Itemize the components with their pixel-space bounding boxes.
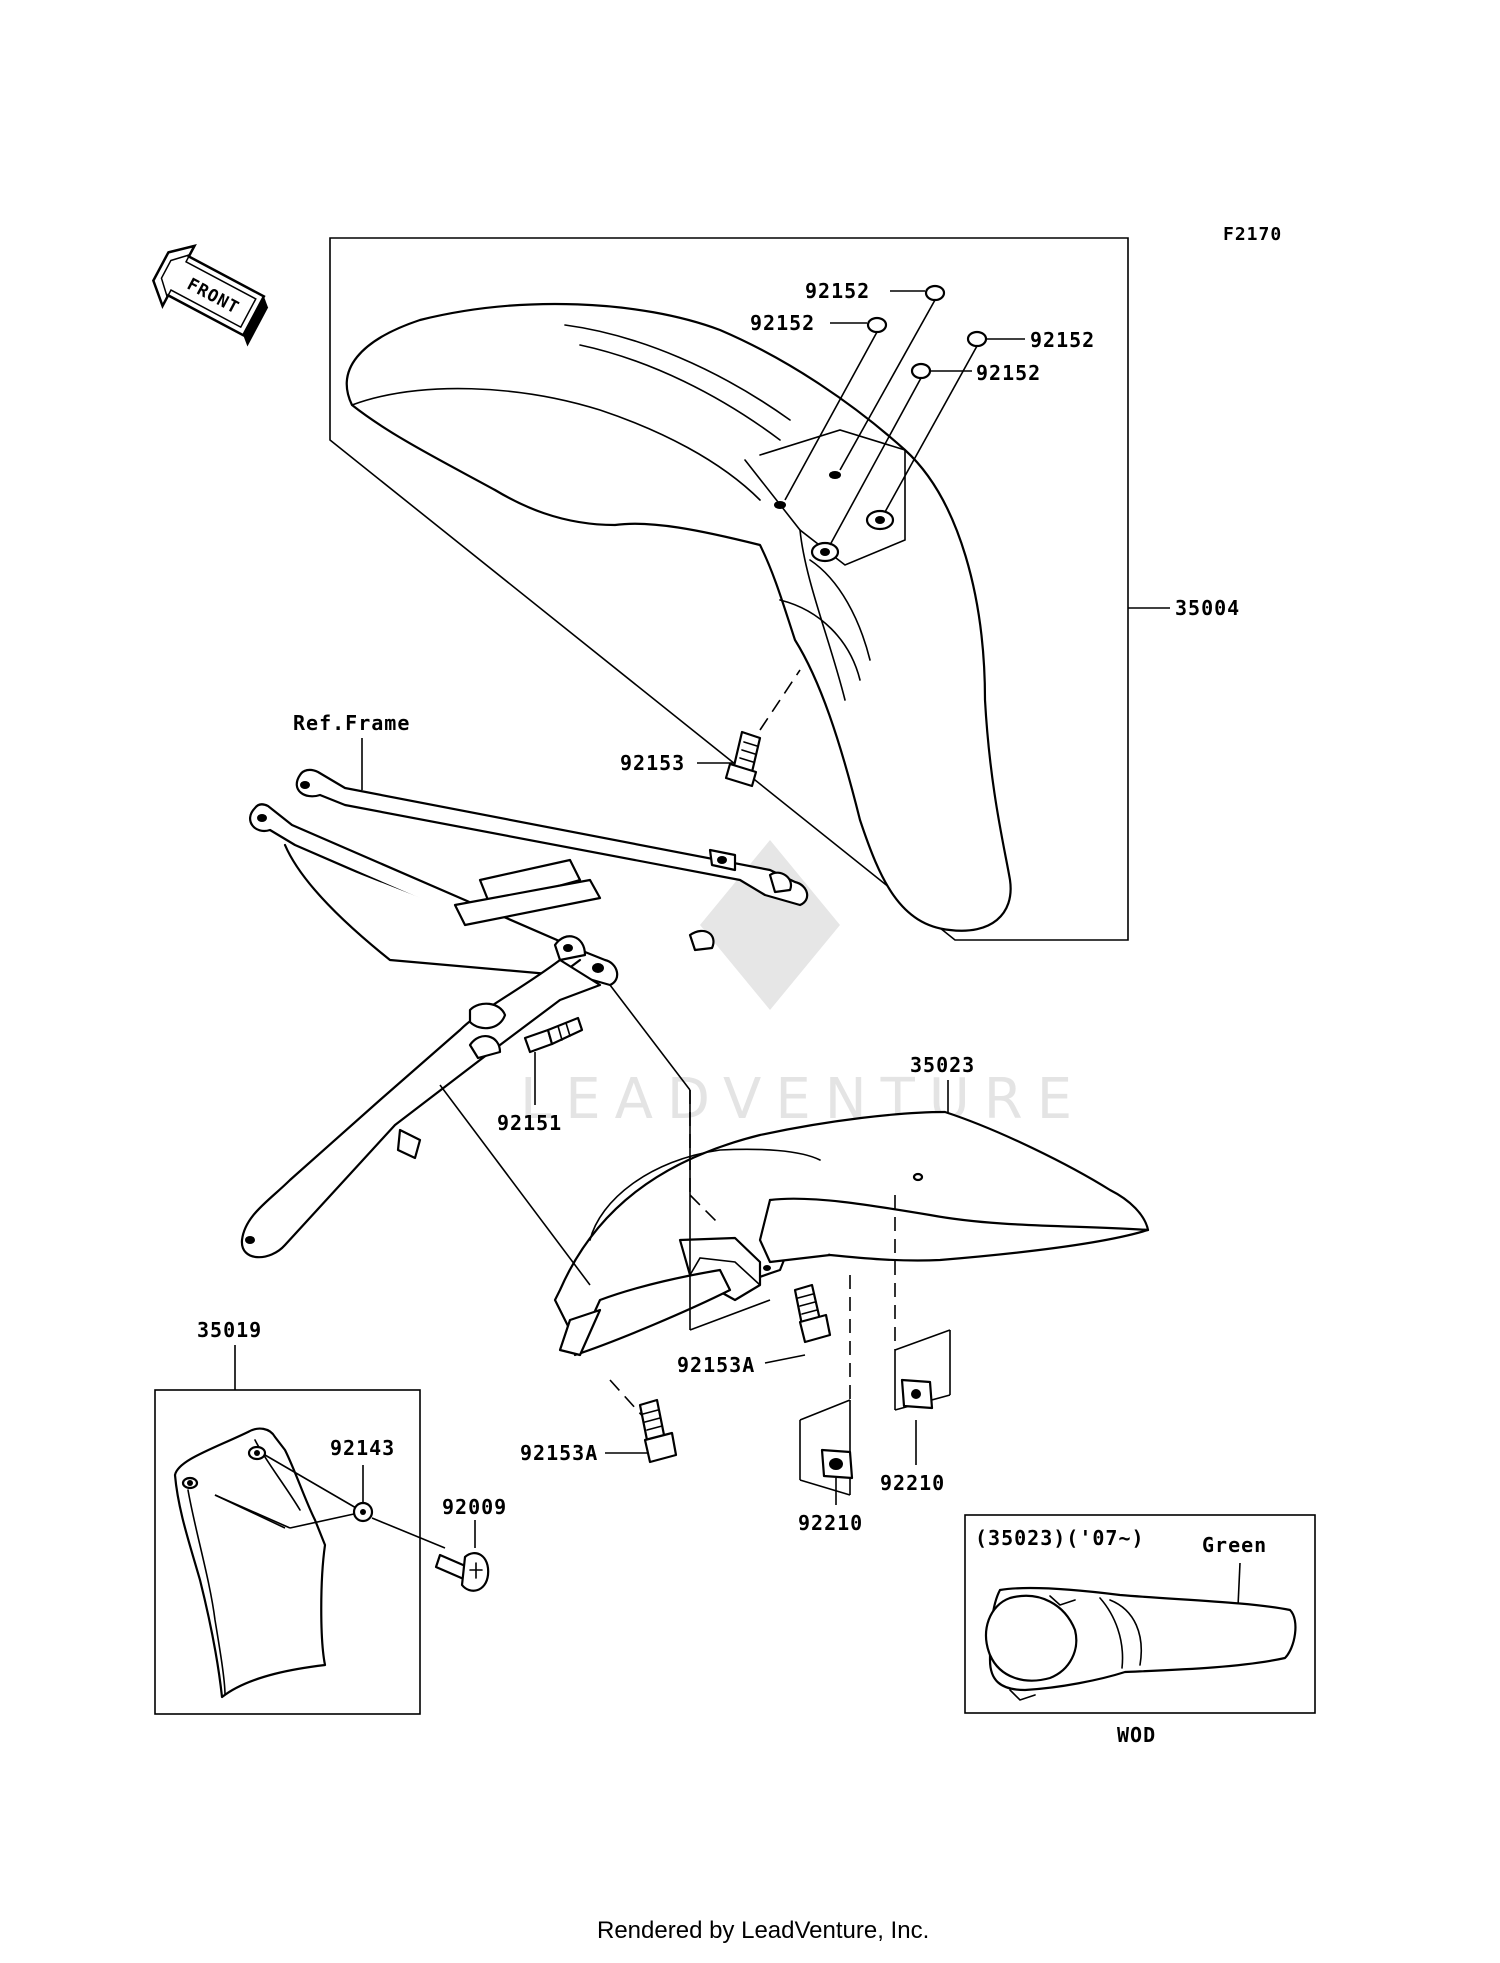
subframe-ref-frame bbox=[240, 768, 809, 1259]
inset-color-note: Green bbox=[1202, 1533, 1267, 1557]
front-fender-35004 bbox=[345, 302, 1012, 932]
bolt-92151-icon bbox=[523, 1016, 584, 1054]
label-35019: 35019 bbox=[197, 1318, 262, 1342]
bolt-92153-icon bbox=[724, 669, 801, 788]
label-92009: 92009 bbox=[442, 1495, 507, 1519]
label-92210-b: 92210 bbox=[880, 1471, 945, 1495]
label-92151: 92151 bbox=[497, 1111, 562, 1135]
inset-caption: WOD bbox=[1117, 1723, 1156, 1747]
bolt-92153A-upper-icon bbox=[793, 1283, 832, 1344]
label-92153: 92153 bbox=[620, 751, 685, 775]
label-92210-a: 92210 bbox=[798, 1511, 863, 1535]
washer-icon bbox=[910, 362, 932, 380]
rear-fender-35023 bbox=[553, 1110, 1150, 1357]
footer-credit: Rendered by LeadVenture, Inc. bbox=[597, 1917, 929, 1944]
leadventure-watermark: LEADVENTURE bbox=[520, 840, 1086, 1132]
washer-icon bbox=[966, 330, 988, 348]
nut-92210-b-icon bbox=[900, 1378, 934, 1410]
washer-icon bbox=[866, 316, 888, 334]
label-92152-d: 92152 bbox=[976, 361, 1041, 385]
nut-92210-a-icon bbox=[820, 1448, 854, 1480]
label-92153A-a: 92153A bbox=[677, 1353, 755, 1377]
diagram-code: F2170 bbox=[1223, 224, 1282, 245]
bolt-92153A-lower-icon bbox=[638, 1398, 678, 1464]
label-92152-b: 92152 bbox=[750, 311, 815, 335]
label-92152-c: 92152 bbox=[1030, 328, 1095, 352]
label-92153A-b: 92153A bbox=[520, 1441, 598, 1465]
washer-92152-group bbox=[784, 284, 1025, 546]
mud-flap-group-box bbox=[154, 1389, 421, 1715]
front-fender-group-box bbox=[329, 237, 1129, 941]
wod-inset-box bbox=[964, 1514, 1316, 1714]
label-35023: 35023 bbox=[910, 1053, 975, 1077]
inset-title: (35023)('07~) bbox=[975, 1526, 1145, 1550]
mud-flap-35019 bbox=[173, 1427, 327, 1699]
rear-fender-wod-inset bbox=[985, 1586, 1297, 1701]
screw-92009-icon bbox=[371, 1517, 490, 1592]
label-92143: 92143 bbox=[330, 1436, 395, 1460]
washer-icon bbox=[924, 284, 946, 302]
label-92152-a: 92152 bbox=[805, 279, 870, 303]
label-ref-frame: Ref.Frame bbox=[293, 711, 410, 735]
watermark-text: LEADVENTURE bbox=[520, 1067, 1086, 1132]
label-35004: 35004 bbox=[1175, 596, 1240, 620]
front-arrow-icon: FRONT bbox=[151, 244, 269, 347]
